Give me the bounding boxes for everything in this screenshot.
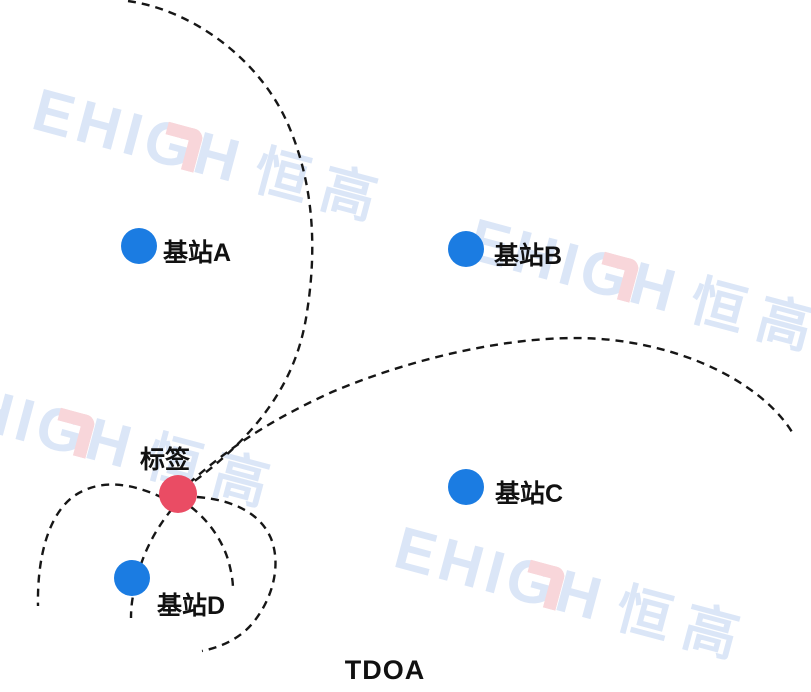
station-c-label: 基站C xyxy=(495,480,564,508)
station-d-label: 基站D xyxy=(157,592,226,620)
tag-label: 标签 xyxy=(140,446,191,474)
tag-dot-icon xyxy=(159,475,197,513)
hyperbola-right-arc-curve xyxy=(196,495,277,653)
hyperbola-downright-arc-curve xyxy=(190,506,235,591)
station-d-dot-icon xyxy=(114,560,150,596)
station-b-dot-icon xyxy=(448,231,484,267)
diagram-title: TDOA xyxy=(344,655,426,685)
station-a-dot-icon xyxy=(121,228,157,264)
station-a-label: 基站A xyxy=(163,239,232,267)
station-b-label: 基站B xyxy=(494,242,563,270)
hyperbola-left-arc-curve xyxy=(36,483,164,607)
hyperbola-top-curve xyxy=(127,0,314,494)
hyperbola-right-sweep-curve xyxy=(177,336,794,494)
station-c-dot-icon xyxy=(448,469,484,505)
